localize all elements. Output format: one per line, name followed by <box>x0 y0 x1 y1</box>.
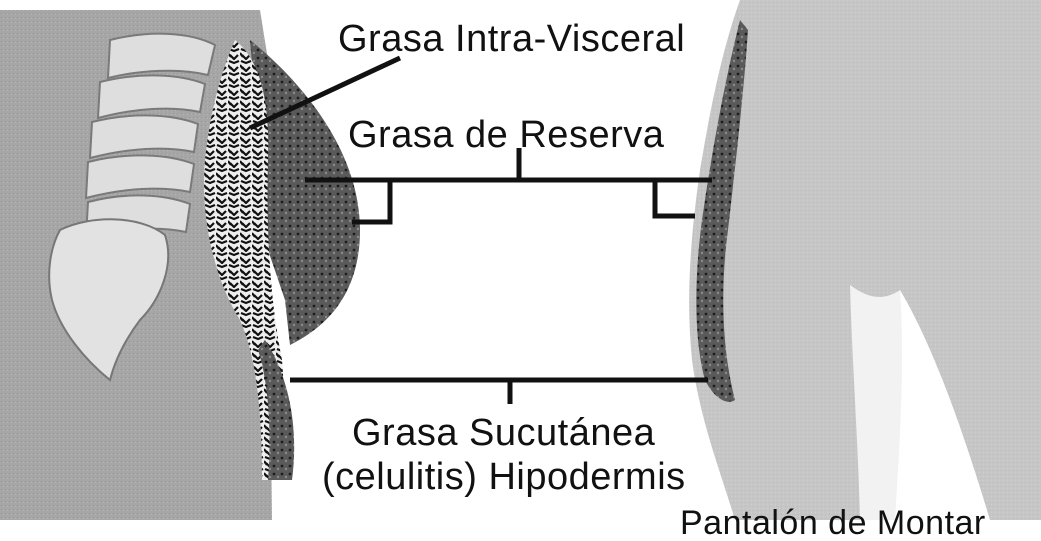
label-intra-visceral: Grasa Intra-Visceral <box>338 20 685 58</box>
label-subcutanea-line2: (celulitis) Hipodermis <box>322 458 686 496</box>
label-subcutanea-line1: Grasa Sucutánea <box>352 414 655 452</box>
label-reserva: Grasa de Reserva <box>348 116 664 154</box>
reserva-right-hook <box>655 180 695 216</box>
right-figure <box>689 0 1041 520</box>
label-pantalon-de-montar: Pantalón de Montar <box>680 506 986 540</box>
left-figure <box>0 10 400 520</box>
